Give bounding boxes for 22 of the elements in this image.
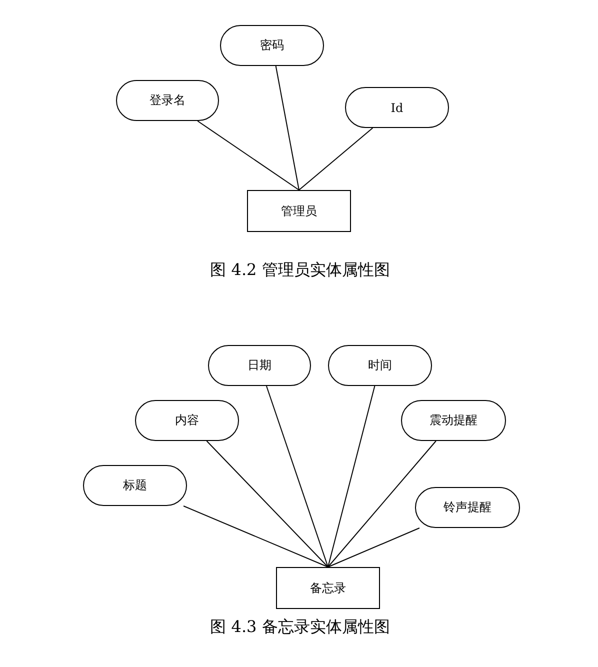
attribute-box: 内容	[135, 400, 239, 441]
connector-line	[328, 440, 436, 568]
connector-line	[328, 386, 376, 568]
entity-box: 管理员	[247, 190, 351, 232]
figure-caption: 图 4.3 备忘录实体属性图	[210, 617, 390, 638]
connector-line	[298, 128, 374, 190]
connector-line	[197, 120, 300, 190]
attribute-box: 标题	[83, 465, 187, 506]
attribute-box: 密码	[220, 25, 324, 66]
figure-caption: 图 4.2 管理员实体属性图	[210, 260, 390, 281]
connector-line	[206, 440, 328, 568]
attribute-box: 铃声提醒	[415, 487, 520, 528]
connector-line	[266, 386, 328, 568]
connector-line	[275, 66, 300, 190]
attribute-box: 登录名	[116, 80, 219, 121]
attribute-box: 时间	[328, 345, 432, 386]
attribute-box: 震动提醒	[401, 400, 506, 441]
connector-line	[328, 528, 420, 568]
entity-box: 备忘录	[276, 567, 380, 609]
attribute-box: 日期	[208, 345, 311, 386]
connector-line	[183, 506, 328, 568]
attribute-box: Id	[345, 87, 449, 128]
